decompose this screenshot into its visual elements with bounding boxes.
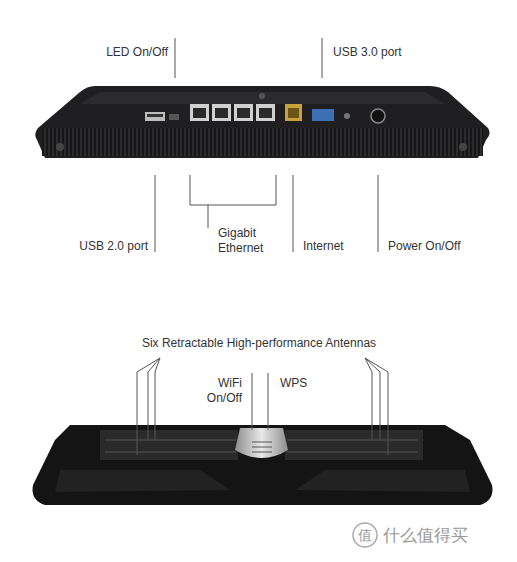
leader-lines <box>137 38 388 455</box>
watermark-logo <box>353 523 377 547</box>
callout-label: Six Retractable High-performance Antenna… <box>79 336 439 351</box>
callout-label: USB 2.0 port <box>50 239 148 254</box>
watermark-logo-text: 值 <box>353 527 377 544</box>
callout-label: LED On/Off <box>76 45 168 60</box>
router-back <box>35 86 489 158</box>
callout-label: WPS <box>280 376 330 391</box>
watermark: 什么值得买 <box>383 526 508 546</box>
callout-label: Internet <box>303 239 373 254</box>
callout-label: Power On/Off <box>388 239 498 254</box>
callout-label: WiFi On/Off <box>196 376 242 406</box>
callout-label: Gigabit Ethernet <box>218 226 276 256</box>
callout-label: USB 3.0 port <box>333 45 443 60</box>
router-top <box>33 425 493 505</box>
